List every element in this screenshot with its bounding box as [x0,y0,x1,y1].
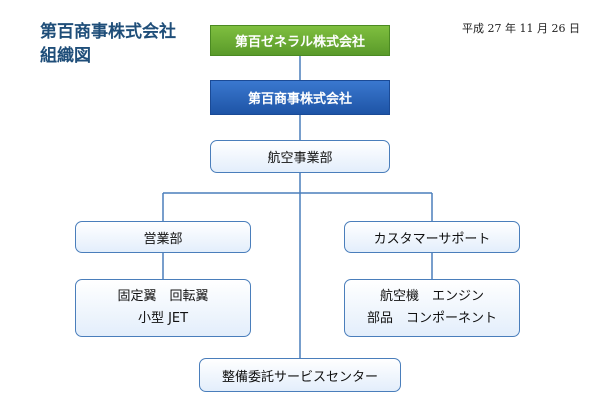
sales-label: 営業部 [143,231,183,247]
maintenance-center-label: 整備委託サービスセンター [221,369,378,385]
parent-company-label: 第百ゼネラル株式会社 [234,35,365,50]
support-item: 航空機 エンジン [379,289,484,304]
company-title: 第百商事株式会社 [40,22,176,42]
title-block: 第百商事株式会社 組織図 [40,20,176,68]
division-box: 航空事業部 [210,140,390,173]
sales-item: 固定翼 回転翼 [117,289,209,304]
chart-subtitle: 組織図 [40,46,91,66]
parent-company-box: 第百ゼネラル株式会社 [210,25,390,56]
maintenance-center-box: 整備委託サービスセンター [199,358,401,392]
company-label: 第百商事株式会社 [247,92,352,107]
support-label: カスタマーサポート [373,231,491,247]
date-label: 平成 27 年 11 月 26 日 [462,22,580,35]
sales-items-box: 固定翼 回転翼 小型 JET [75,279,251,337]
sales-box: 営業部 [75,221,251,253]
support-items-box: 航空機 エンジン 部品 コンポーネント [344,279,520,337]
support-box: カスタマーサポート [344,221,520,253]
division-label: 航空事業部 [267,151,333,166]
support-item: 部品 コンポーネント [366,311,497,326]
sales-item: 小型 JET [137,311,189,326]
company-box: 第百商事株式会社 [210,80,390,115]
